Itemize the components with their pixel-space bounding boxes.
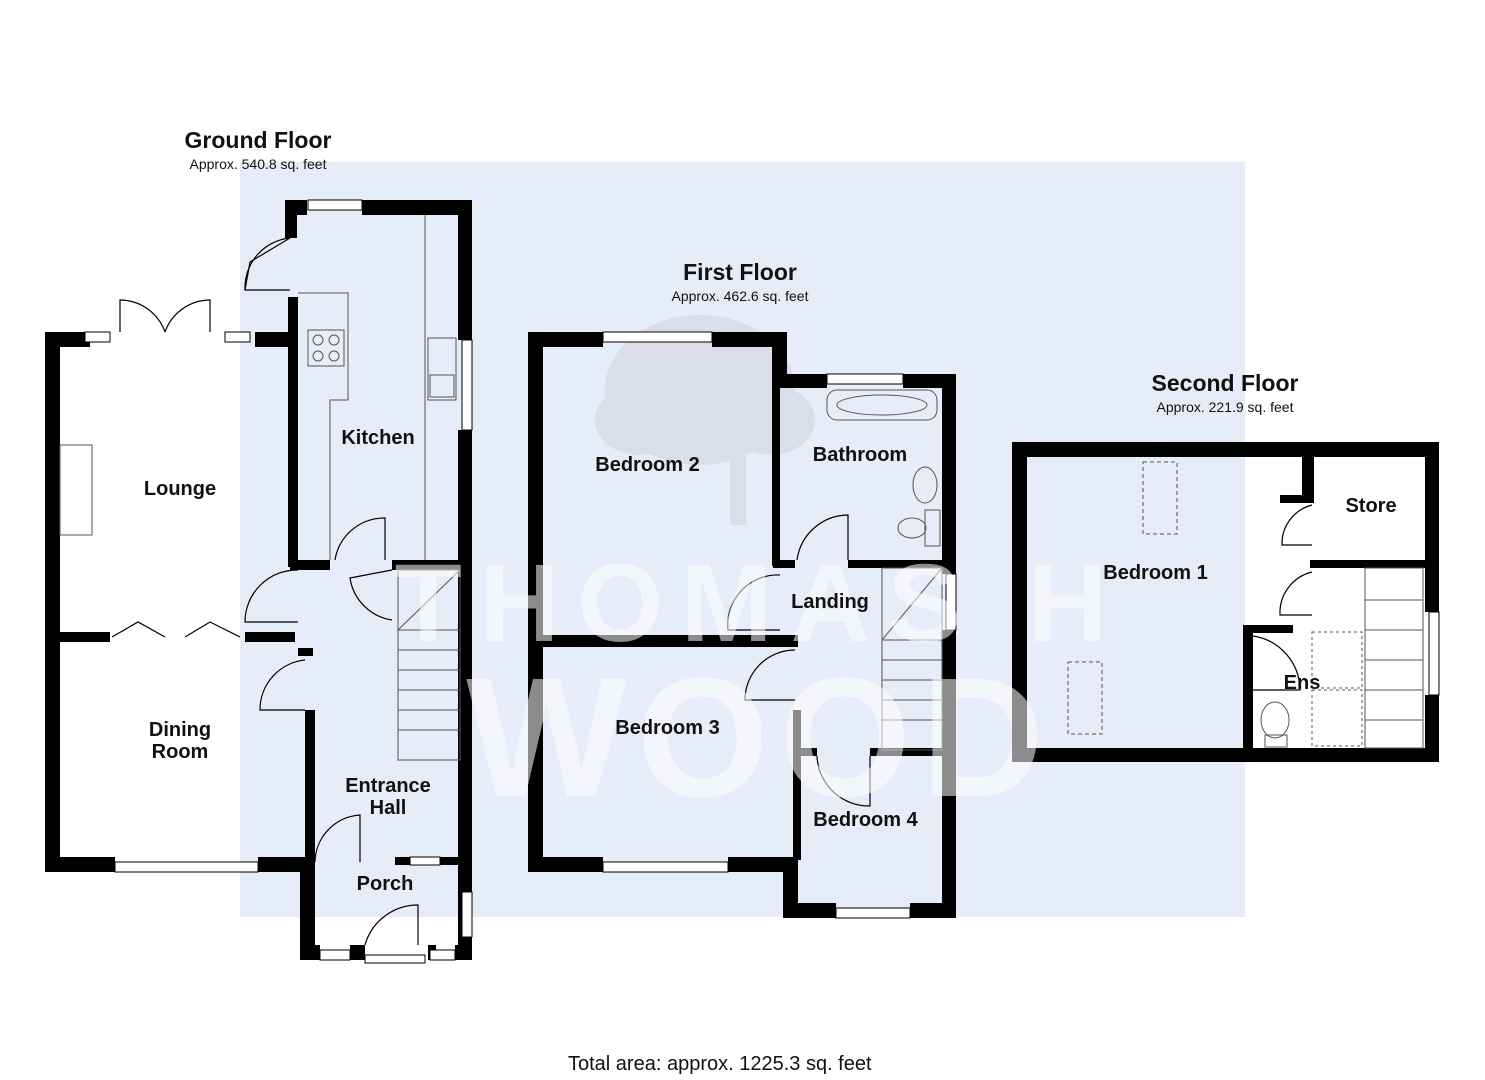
room-label-lounge: Lounge <box>143 478 217 500</box>
first-floor-windows <box>602 331 957 919</box>
second-floor-doors <box>1252 504 1313 691</box>
room-label-dining: Dining Room <box>110 719 250 763</box>
first-floor-walls <box>528 332 956 918</box>
ground-floor-doors <box>111 237 419 946</box>
room-label-bathroom: Bathroom <box>812 444 908 466</box>
backdrop-panel <box>240 162 1245 917</box>
room-label-ensuite: Ens <box>1283 672 1321 694</box>
room-label-entrance-hall: Entrance Hall <box>323 775 453 819</box>
second-floor-title: Second Floor <box>1151 370 1299 396</box>
ground-floor-windows <box>84 199 473 964</box>
room-label-bedroom-4: Bedroom 4 <box>813 809 918 831</box>
first-floor-fixtures <box>826 389 943 751</box>
room-label-porch: Porch <box>356 873 414 895</box>
room-label-bedroom-2: Bedroom 2 <box>595 454 700 476</box>
room-label-bedroom-1: Bedroom 1 <box>1103 562 1208 584</box>
first-floor-doors <box>727 514 871 807</box>
total-area: Total area: approx. 1225.3 sq. feet <box>568 1053 872 1075</box>
room-label-entrance-line1: Entrance <box>345 775 431 797</box>
room-label-landing: Landing <box>791 591 869 613</box>
room-label-kitchen: Kitchen <box>341 427 415 449</box>
watermark-line1: THOMAS H <box>394 542 1126 665</box>
second-floor-area: Approx. 221.9 sq. feet <box>1156 399 1294 415</box>
tree-logo <box>595 315 815 525</box>
room-label-bedroom-3: Bedroom 3 <box>615 717 720 739</box>
ground-floor-walls <box>45 200 472 960</box>
room-label-entrance-line2: Hall <box>369 797 407 819</box>
first-floor-title: First Floor <box>683 259 797 285</box>
room-label-dining-line1: Dining <box>148 719 212 741</box>
second-floor-fixtures <box>1067 461 1424 749</box>
ground-floor-title: Ground Floor <box>184 127 332 153</box>
watermark-line2: WOOD <box>466 643 1054 833</box>
second-floor-walls <box>1012 442 1439 762</box>
first-floor-area: Approx. 462.6 sq. feet <box>671 288 809 304</box>
room-label-dining-line2: Room <box>151 741 209 763</box>
second-floor-windows <box>1428 611 1440 696</box>
kitchen-fixtures <box>59 215 461 761</box>
room-label-store: Store <box>1345 495 1397 517</box>
ground-floor-area: Approx. 540.8 sq. feet <box>189 156 327 172</box>
